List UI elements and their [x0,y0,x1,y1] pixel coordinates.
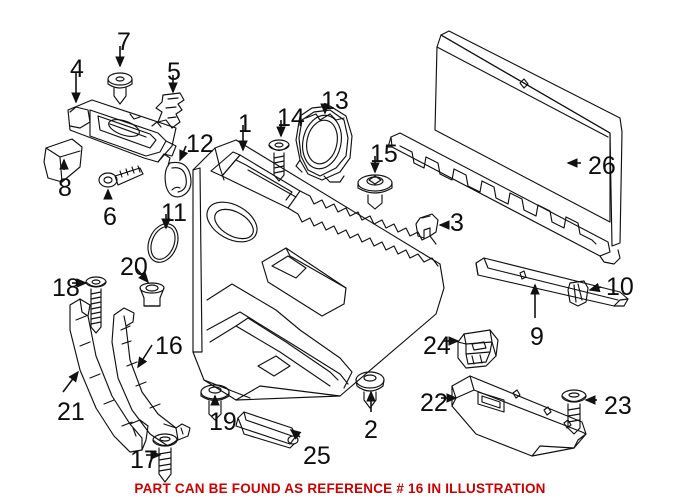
part-door-pull-trim [67,99,177,167]
part-screw-17 [152,433,178,483]
callout-25: 25 [303,442,331,470]
part-screw-6 [98,165,144,188]
callout-5: 5 [167,58,181,86]
part-screw-23 [561,389,587,435]
callout-3: 3 [450,209,464,237]
callout-24: 24 [423,332,451,360]
callout-4: 4 [70,55,84,83]
part-screw-14 [268,139,290,182]
part-door-courtesy-lamp [235,411,299,449]
part-bracket-clip [155,92,185,129]
part-window-switch-unit [457,329,499,369]
part-armrest-support-bracket [111,307,191,447]
callout-10: 10 [606,273,634,301]
part-sleeve-nut [139,282,165,307]
callout-26: 26 [588,152,616,180]
part-armrest-cover [451,375,587,457]
callout-18: 18 [52,274,80,302]
part-expanding-rivet [107,72,133,105]
callout-8: 8 [58,174,72,202]
callout-19: 19 [209,408,237,436]
part-rear-window-sunshade [387,30,623,265]
callout-14: 14 [277,104,305,132]
leader-21 [62,370,79,393]
callout-23: 23 [604,392,632,420]
footer-reference-note: PART CAN BE FOUND AS REFERENCE # 16 IN I… [134,481,546,496]
callout-20: 20 [120,253,148,281]
part-door-trim-panel [192,139,445,401]
callout-17: 17 [130,446,158,474]
leader-20 [135,267,150,284]
callout-2: 2 [364,416,378,444]
callout-9: 9 [530,323,544,351]
part-handle-cover-cap [164,161,192,198]
part-armrest-trim-strip [69,298,149,453]
callout-15: 15 [370,140,398,168]
part-expanding-nut [357,174,393,210]
part-retaining-clip-3 [415,213,439,239]
callout-1: 1 [238,110,252,138]
leader-25 [289,429,302,440]
leader-10 [588,282,602,293]
callout-13: 13 [321,87,349,115]
callout-12: 12 [186,130,214,158]
part-retaining-clip-10 [567,280,589,307]
leader-lines [59,46,602,460]
callout-7: 7 [117,28,131,56]
callout-16: 16 [155,332,183,360]
callout-21: 21 [57,398,85,426]
leader-12 [179,145,189,162]
leader-16 [137,344,153,369]
callout-22: 22 [420,389,448,417]
callout-6: 6 [103,203,117,231]
part-grommet-plug-2 [355,371,385,409]
callout-11: 11 [161,199,187,227]
